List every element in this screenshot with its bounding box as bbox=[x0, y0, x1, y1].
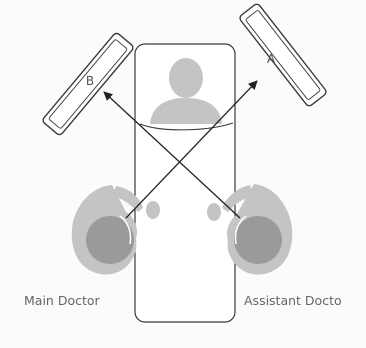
monitor-a-label: A bbox=[267, 52, 276, 66]
main-doctor-label: Main Doctor bbox=[24, 293, 101, 308]
monitor-a bbox=[238, 3, 327, 108]
assistant-doctor-label: Assistant Docto bbox=[244, 293, 342, 308]
monitor-b-label: B bbox=[86, 74, 94, 88]
